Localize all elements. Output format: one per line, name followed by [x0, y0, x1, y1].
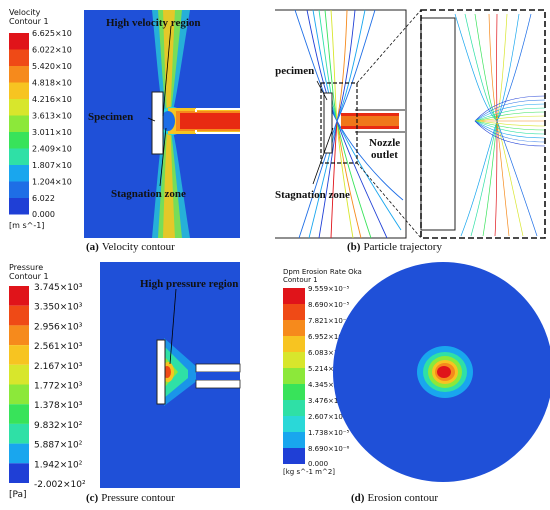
annotation-outlet: outlet [371, 149, 398, 161]
caption-b: (b)Particle trajectory [347, 241, 442, 253]
caption-b-text: Particle trajectory [363, 241, 442, 253]
legend-label-a-0: 6.625×10 [32, 29, 72, 38]
caption-d-text: Erosion contour [367, 492, 439, 504]
legend-label-a-6: 3.011×10 [32, 128, 72, 137]
annotation-high-pressure: High pressure region [140, 278, 238, 290]
legend-title-a-1: Velocity [9, 8, 41, 17]
legend-unit-c: [Pa] [9, 490, 27, 500]
legend-label-a-5: 3.613×10 [32, 112, 72, 121]
caption-d: (d)Erosion contour [351, 492, 438, 504]
panel-a: Velocity Contour 1 6.625×10 6.022×10 5.4… [0, 0, 275, 258]
legend-label-a-2: 5.420×10 [32, 62, 72, 71]
arrow-high-pressure [169, 288, 177, 365]
caption-a: (a)Velocity contour [86, 241, 175, 253]
erosion-contour-disk [333, 262, 550, 482]
legend-bar-a [9, 33, 29, 215]
caption-b-letter: (b) [347, 241, 361, 253]
legend-label-d-7: 3.476×10⁻⁵ [308, 397, 350, 405]
panel-b-figure: Specimen Stagnation zone Nozzle outlet [275, 9, 546, 239]
caption-c-text: Pressure contour [101, 492, 175, 504]
legend-label-a-8: 1.807×10 [32, 161, 72, 170]
legend-label-a-11: 0.000 [32, 210, 55, 219]
caption-a-letter: (a) [86, 241, 99, 253]
caption-a-text: Velocity contour [101, 241, 175, 253]
annotation-specimen-a: Specimen [88, 111, 133, 123]
legend-label-c-9: 1.942×10² [34, 460, 83, 470]
legend-bar-c [9, 286, 29, 483]
legend-label-d-2: 7.821×10⁻⁵ [308, 317, 350, 325]
legend-label-c-3: 2.561×10³ [34, 342, 83, 352]
legend-title-d-2: Contour 1 [283, 276, 318, 284]
legend-label-c-7: 9.832×10² [34, 421, 83, 431]
legend-label-d-1: 8.690×10⁻⁵ [308, 301, 350, 309]
legend-label-a-9: 1.204×10 [32, 178, 72, 187]
legend-title-c-2: Contour 1 [9, 272, 49, 281]
arrow-specimen-a [147, 117, 156, 122]
legend-bar-d [283, 288, 305, 464]
legend-label-c-10: -2.002×10² [34, 480, 86, 490]
annotation-specimen-b: Specimen [275, 65, 314, 77]
legend-label-a-1: 6.022×10 [32, 46, 72, 55]
arrow-stagnation-b [312, 127, 334, 185]
legend-label-a-10: 6.022 [32, 194, 55, 203]
legend-title-c-1: Pressure [9, 263, 43, 272]
annotation-high-velocity: High velocity region [106, 17, 201, 29]
arrow-stagnation-a [159, 127, 167, 187]
annotation-nozzle: Nozzle [369, 137, 400, 149]
legend-label-d-4: 6.083×10⁻⁵ [308, 349, 350, 357]
legend-label-d-6: 4.345×10⁻⁵ [308, 381, 350, 389]
legend-title-a-2: Contour 1 [9, 17, 49, 26]
nozzle-mask [399, 108, 405, 134]
panel-d-figure: Dpm Erosion Rate Oka Contour 1 9.559×10⁻… [283, 262, 550, 482]
annotation-stagnation-b: Stagnation zone [275, 189, 350, 201]
panel-a-figure: Velocity Contour 1 6.625×10 6.022×10 5.4… [9, 8, 240, 238]
legend-label-d-5: 5.214×10⁻⁵ [308, 365, 350, 373]
panel-c: Pressure Contour 1 3.745×10³ 3.350×10³ 2… [0, 258, 275, 510]
legend-unit-d: [kg s^-1 m^2] [283, 468, 335, 476]
legend-labels-c: 3.745×10³ 3.350×10³ 2.956×10³ 2.561×10³ … [34, 283, 86, 490]
legend-label-c-4: 2.167×10³ [34, 362, 83, 372]
panel-c-figure: Pressure Contour 1 3.745×10³ 3.350×10³ 2… [9, 262, 241, 500]
legend-label-d-3: 6.952×10⁻⁵ [308, 333, 350, 341]
zoom-inset [420, 9, 546, 239]
legend-label-c-5: 1.772×10³ [34, 382, 83, 392]
legend-label-c-2: 2.956×10³ [34, 322, 83, 332]
legend-label-d-10: 8.690×10⁻⁶ [308, 445, 350, 453]
legend-unit-a: [m s^-1] [9, 221, 44, 230]
legend-label-a-3: 4.818×10 [32, 79, 72, 88]
pressure-contour-field [100, 262, 241, 488]
caption-c: (c)Pressure contour [86, 492, 175, 504]
caption-d-letter: (d) [351, 492, 365, 504]
arrow-specimen-b [316, 80, 328, 101]
velocity-contour-field [84, 10, 240, 238]
legend-label-a-4: 4.216×10 [32, 95, 72, 104]
specimen-b [323, 92, 333, 154]
arrow-high-velocity [162, 25, 172, 117]
legend-label-c-8: 5.887×10² [34, 441, 83, 451]
legend-label-d-9: 1.738×10⁻⁵ [308, 429, 350, 437]
legend-labels-d: 9.559×10⁻⁵ 8.690×10⁻⁵ 7.821×10⁻⁵ 6.952×1… [308, 285, 350, 468]
legend-label-c-1: 3.350×10³ [34, 303, 83, 313]
legend-label-d-11: 0.000 [308, 460, 328, 468]
legend-label-c-0: 3.745×10³ [34, 283, 83, 293]
caption-c-letter: (c) [86, 492, 99, 504]
panel-d: Dpm Erosion Rate Oka Contour 1 9.559×10⁻… [275, 258, 550, 510]
legend-label-a-7: 2.409×10 [32, 145, 72, 154]
zoom-connector-bottom [356, 162, 422, 239]
legend-label-d-8: 2.607×10⁻⁵ [308, 413, 350, 421]
legend-label-d-0: 9.559×10⁻⁵ [308, 285, 350, 293]
annotation-stagnation-a: Stagnation zone [111, 188, 186, 200]
legend-label-c-6: 1.378×10³ [34, 401, 83, 411]
zoom-box-small [320, 82, 358, 164]
particle-trajectories [294, 9, 404, 239]
legend-title-d-1: Dpm Erosion Rate Oka [283, 268, 362, 276]
panel-b: Specimen Stagnation zone Nozzle outlet (… [275, 0, 550, 258]
zoom-connector-top [356, 9, 422, 84]
legend-labels-a: 6.625×10 6.022×10 5.420×10 4.818×10 4.21… [32, 29, 72, 219]
